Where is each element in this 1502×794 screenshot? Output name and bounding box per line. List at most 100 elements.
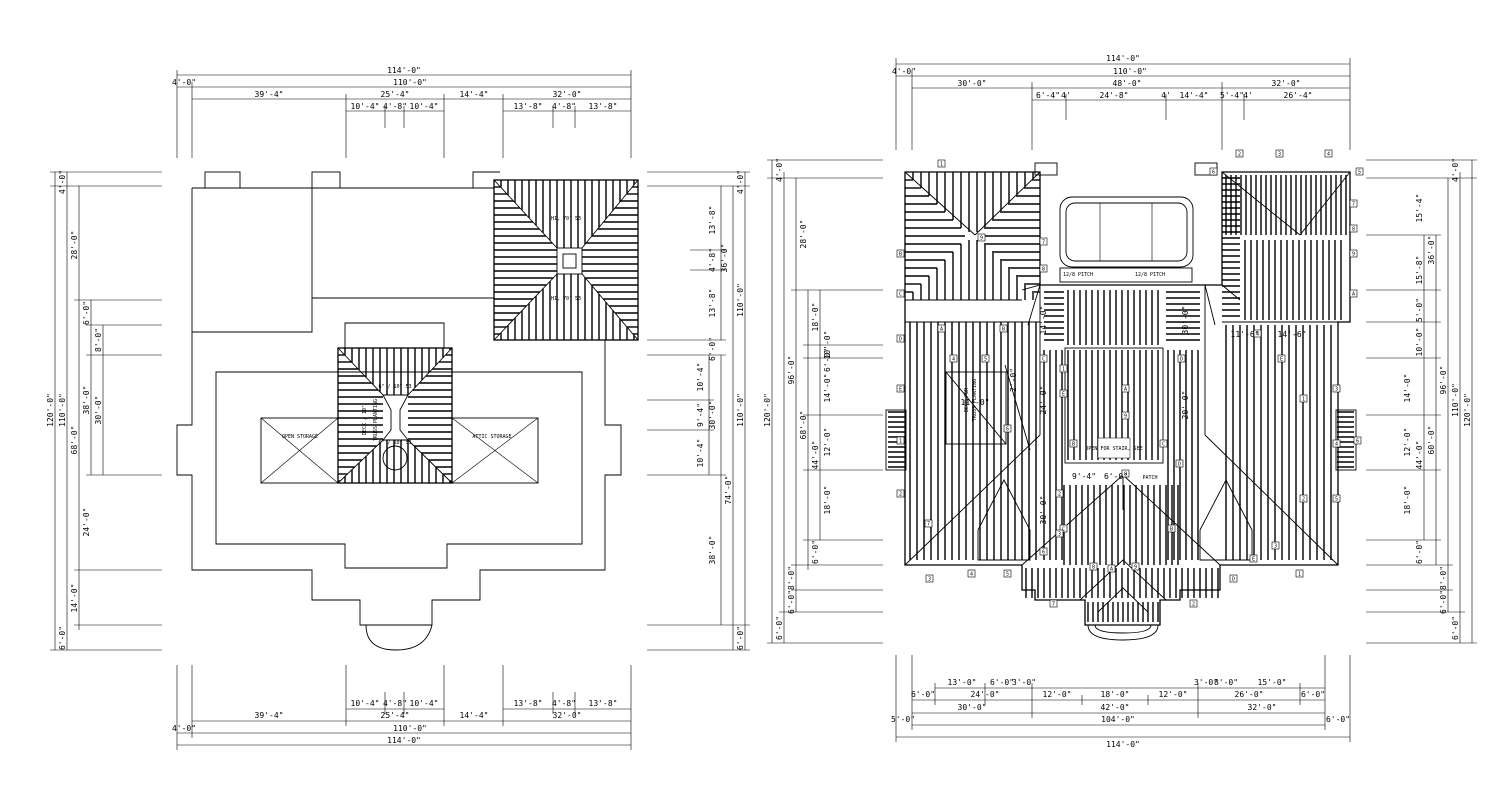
dim-edge-top: 4'-0"	[172, 78, 196, 87]
dim-brow3-f: 13'-8"	[589, 699, 618, 708]
framing-tag-number: 3	[1335, 387, 1338, 393]
framing-tag-box	[896, 384, 905, 393]
left-plan-right-dimensions: 110'-0" 74'-0" 4'-0" 13'-8" 4'-8" 13'-8"…	[647, 170, 750, 651]
framing-tag-box	[896, 289, 905, 298]
framing-tag-number: A	[1110, 567, 1113, 573]
rl-mid: 68'-0"	[799, 411, 808, 440]
note-l: PATCH	[1142, 475, 1157, 481]
right-bottom-dimensions: 114'-0" 104'-0" 5'-0" 6'-0" 30'-0" 42'-0…	[891, 655, 1351, 749]
rl-item-11: 6'-0"	[775, 616, 784, 640]
dim-left-item-5: 14'-0"	[70, 584, 79, 613]
dim-left-item-2: 6'-0"	[82, 301, 91, 325]
dim-lr-item-9: 38'-0"	[708, 536, 717, 565]
dim-overall-top: 114'-0"	[387, 66, 421, 75]
framing-tag-number: 5	[1006, 572, 1009, 578]
rdim-top-row3-a: 6'-4"	[1036, 91, 1060, 100]
framing-tag-box	[1253, 329, 1262, 338]
rr-mid: 96'-0"	[1439, 366, 1448, 395]
framing-tag-box	[1349, 289, 1358, 298]
rdim-bot-row3-a: 6'-0"	[911, 690, 935, 699]
framing-tag-box	[1159, 439, 1168, 448]
rl-item-9: 8'-0"	[787, 566, 796, 590]
right-top-dimensions: 114'-0" 110'-0" 4'-0" 30'-0" 48'-0" 32'-…	[892, 54, 1351, 150]
rdim-bot-mid: 104'-0"	[1101, 715, 1135, 724]
dim-brow3-d: 13'-8"	[514, 699, 543, 708]
rdim-bot-row3-f: 26'-0"	[1235, 690, 1264, 699]
note-h: 6'-0"	[1104, 472, 1128, 481]
framing-tag-box	[1055, 489, 1064, 498]
dim-left-item-4: 24'-0"	[82, 508, 91, 537]
framing-tag-number: 6	[1042, 550, 1045, 556]
label-porch-right: 12/8 PITCH	[1135, 272, 1165, 278]
rdim-bot-row4-c: 3'-0"	[1012, 678, 1036, 687]
rr-item-9: 8'-0"	[1439, 566, 1448, 590]
label-porch-left: 12/8 PITCH	[1063, 272, 1093, 278]
framing-tag-box	[949, 354, 958, 363]
dim-left-item-6: 6'-0"	[58, 626, 67, 650]
framing-tag-box	[1167, 524, 1176, 533]
rr-item-8: 6'-0"	[1415, 540, 1424, 564]
framing-tag-number: 4	[1335, 442, 1338, 448]
framing-tag-box	[1349, 249, 1358, 258]
framing-tag-number: E	[1280, 357, 1283, 363]
note-a: 11'-0"	[961, 398, 990, 407]
dim-left-inner: 110'-0"	[58, 393, 67, 427]
framing-tag-number: 9	[1134, 565, 1137, 571]
framing-tag-box	[977, 233, 986, 242]
rdim-bot-row3-g: 6'-0"	[1301, 690, 1325, 699]
dim-row3-e: 4'-8"	[552, 102, 576, 111]
framing-tag-number: B	[1002, 327, 1005, 333]
rdim-top-row3-g: 4'	[1243, 91, 1253, 100]
label-center-top: 6" / 10" 53	[378, 384, 411, 390]
note-d: 24'-0"	[1039, 386, 1048, 415]
dim-brow3-e: 4'-8"	[552, 699, 576, 708]
label-vert-b: TRUSS PLANTING	[373, 399, 379, 441]
framing-tag-box	[937, 324, 946, 333]
rr-sub3: 44'-0"	[1415, 441, 1424, 470]
framing-tag-box	[896, 436, 905, 445]
framing-tag-number: 7	[1352, 202, 1355, 208]
framing-tag-box	[1107, 564, 1116, 573]
framing-tag-number: D	[1180, 357, 1183, 363]
dim-brow2-b: 25'-4"	[381, 711, 410, 720]
dim-left-item-0: 4'-0"	[58, 170, 67, 194]
rdim-bot-overall: 114'-0"	[1106, 740, 1140, 749]
framing-tag-number: 6	[1006, 427, 1009, 433]
dim-lr-item-12: 110'-0"	[736, 283, 745, 317]
rdim-bot-row3-b: 24'-0"	[971, 690, 1000, 699]
framing-tag-number: B	[1170, 527, 1173, 533]
framing-tag-number: 9	[1124, 414, 1127, 420]
framing-tag-number: 7	[927, 522, 930, 528]
framing-tag-box	[1355, 167, 1364, 176]
dim-row2-c: 14'-4"	[460, 90, 489, 99]
framing-tag-number: 3	[1274, 544, 1277, 550]
framing-tag-box	[1003, 424, 1012, 433]
framing-tag-number: A	[1124, 387, 1127, 393]
note-c: 14'-6"	[1278, 330, 1307, 339]
framing-tag-number: 5	[984, 357, 987, 363]
rdim-top-row3-f: 5'-4"	[1220, 91, 1244, 100]
rdim-bot-row2-a: 30'-0"	[958, 703, 987, 712]
framing-tag-number: E	[1062, 392, 1065, 398]
framing-tag-number: E	[899, 387, 902, 393]
rr-sub: 60'-0"	[1427, 426, 1436, 455]
framing-tag-box	[1039, 547, 1048, 556]
rdim-bot-row4-d: 3'-0"	[1194, 678, 1218, 687]
rdim-bot-row2-c: 32'-0"	[1248, 703, 1277, 712]
framing-tag-box	[1235, 149, 1244, 158]
dim-inner-top: 110'-0"	[393, 78, 427, 87]
rr-item-0: 4'-0"	[1451, 158, 1460, 182]
framing-tag-box	[981, 354, 990, 363]
dim-row3-f: 13'-8"	[589, 102, 618, 111]
rr-item-3: 5'-0"	[1415, 298, 1424, 322]
dim-left-item-3: 8'-0"	[94, 328, 103, 352]
framing-tag-number: 1	[940, 162, 943, 168]
rl-item-1: 28'-0"	[799, 220, 808, 249]
framing-tag-box	[1277, 354, 1286, 363]
note-m: DECK FOR	[964, 387, 970, 412]
rl-item-8: 6'-0"	[811, 540, 820, 564]
rl-item-2: 18'-0"	[811, 303, 820, 332]
label-center-bottom: 6" / 10" 53	[378, 440, 411, 446]
framing-tag-box	[1332, 384, 1341, 393]
rdim-top-row3-b: 4'	[1061, 91, 1071, 100]
